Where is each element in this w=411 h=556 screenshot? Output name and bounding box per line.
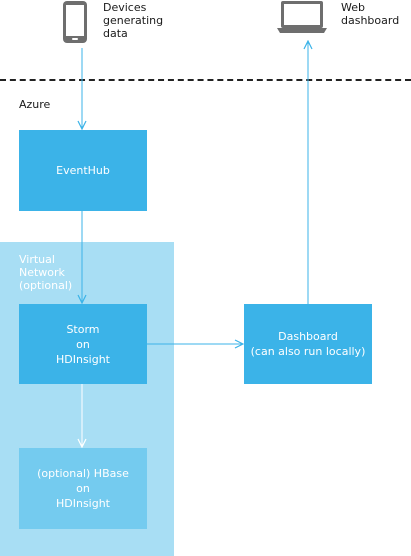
azure-label: Azure (19, 98, 51, 111)
dashboard-node: Dashboard (can also run locally) (244, 304, 372, 384)
storm-node: Storm on HDInsight (19, 304, 147, 384)
azure-boundary-divider (0, 79, 411, 81)
virtual-network-label: Virtual Network (optional) (19, 253, 73, 292)
laptop-icon (276, 0, 328, 34)
phone-icon (62, 0, 88, 44)
devices-label: Devices generating data (103, 1, 164, 40)
web-dashboard-label: Web dashboard (341, 1, 400, 27)
hbase-node: (optional) HBase on HDInsight (19, 448, 147, 529)
eventhub-node: EventHub (19, 130, 147, 211)
